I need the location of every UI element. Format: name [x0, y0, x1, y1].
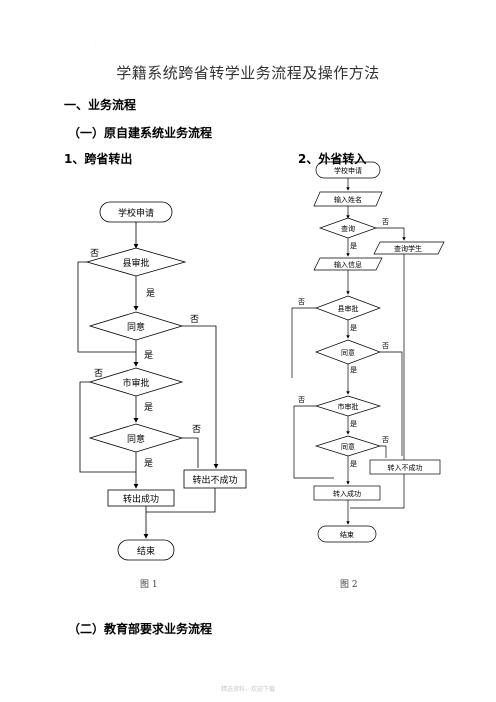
flow2-success-label: 转入成功 [333, 489, 361, 498]
flow2-success-node [313, 485, 381, 501]
flow2-end-node [317, 525, 377, 543]
flow1-end-label: 结束 [137, 545, 155, 557]
flow2-start-label: 学校申请 [334, 166, 362, 175]
flowchart-transfer-in: 学校申请 输入姓名 查询 查询学生 输入信息 县审批 同意 市审批 同意 转入不… [291, 161, 445, 543]
flow2-fail-node [369, 459, 441, 475]
flow1-success-node [107, 489, 175, 507]
flow2-no-label: 否 [382, 436, 389, 444]
page-mark: · [95, 40, 97, 47]
flow1-county-label: 县审批 [122, 257, 149, 269]
flow2-no-label: 否 [382, 218, 389, 226]
flow1-yes-label: 是 [144, 350, 153, 361]
flow2-yes-label: 是 [350, 242, 357, 250]
flow1-yes-label: 是 [146, 288, 155, 299]
flow2-yes-label: 是 [350, 420, 357, 428]
flow1-fail-label: 转出不成功 [192, 474, 237, 486]
flow2-yes-label: 是 [350, 460, 357, 468]
flow1-heading: 1、跨省转出 [64, 152, 133, 166]
flow2-fail-label: 转入不成功 [388, 463, 423, 472]
flow2-no-label: 否 [382, 342, 389, 350]
flow2-yes-label: 是 [350, 324, 357, 332]
figure1-caption: 图 1 [140, 580, 158, 590]
flow2-end-label: 结束 [340, 530, 354, 539]
flow2-yes-label: 是 [350, 366, 357, 374]
flow1-yes-label: 是 [144, 458, 153, 469]
subsection-heading-ministry-process: （二）教育部要求业务流程 [68, 622, 213, 636]
flow1-agree1-label: 同意 [127, 321, 145, 333]
document-title: 学籍系统跨省转学业务流程及操作方法 [116, 64, 380, 82]
flow2-input-info-node [313, 257, 383, 271]
figure2-caption: 图 2 [340, 580, 358, 590]
flow1-end-node [117, 539, 175, 561]
flow2-county-label: 县审批 [338, 304, 359, 313]
flow1-agree2-label: 同意 [127, 433, 145, 445]
flow2-query-student-node [373, 241, 445, 255]
flow1-yes-label: 是 [144, 402, 153, 413]
flow2-agree1-label: 同意 [341, 348, 355, 357]
page-footer: 精选资料，欢迎下载 [220, 686, 275, 693]
flow2-heading: 2、外省转入 [298, 152, 367, 166]
flow2-query-student-label: 查询学生 [394, 244, 422, 253]
flow1-city-label: 市审批 [122, 377, 149, 389]
flow2-agree2-label: 同意 [341, 442, 355, 451]
flow2-input-name-node [313, 191, 383, 207]
flow2-input-info-label: 输入信息 [334, 260, 362, 269]
flow2-city-label: 市审批 [338, 402, 359, 411]
subsection-heading-original-system: （一）原自建系统业务流程 [68, 126, 213, 140]
flow1-no-label: 否 [192, 424, 201, 435]
flow2-input-name-label: 输入姓名 [334, 195, 362, 204]
flow1-no-label: 否 [94, 368, 103, 379]
flow2-no-label: 否 [298, 396, 305, 404]
flow2-no-label: 否 [298, 298, 305, 306]
flow2-exists-label: 查询 [341, 224, 355, 233]
flow1-success-label: 转出成功 [123, 493, 159, 505]
section-heading-business-process: 一、业务流程 [64, 98, 137, 112]
flow1-no-label: 否 [90, 248, 99, 259]
flow1-no-label: 否 [190, 314, 199, 325]
flowchart-transfer-out: 学校申请 县审批 同意 市审批 同意 转出不成功 转出成功 结束 否 是 否 是… [77, 201, 247, 561]
flow1-start-label: 学校申请 [118, 207, 154, 219]
